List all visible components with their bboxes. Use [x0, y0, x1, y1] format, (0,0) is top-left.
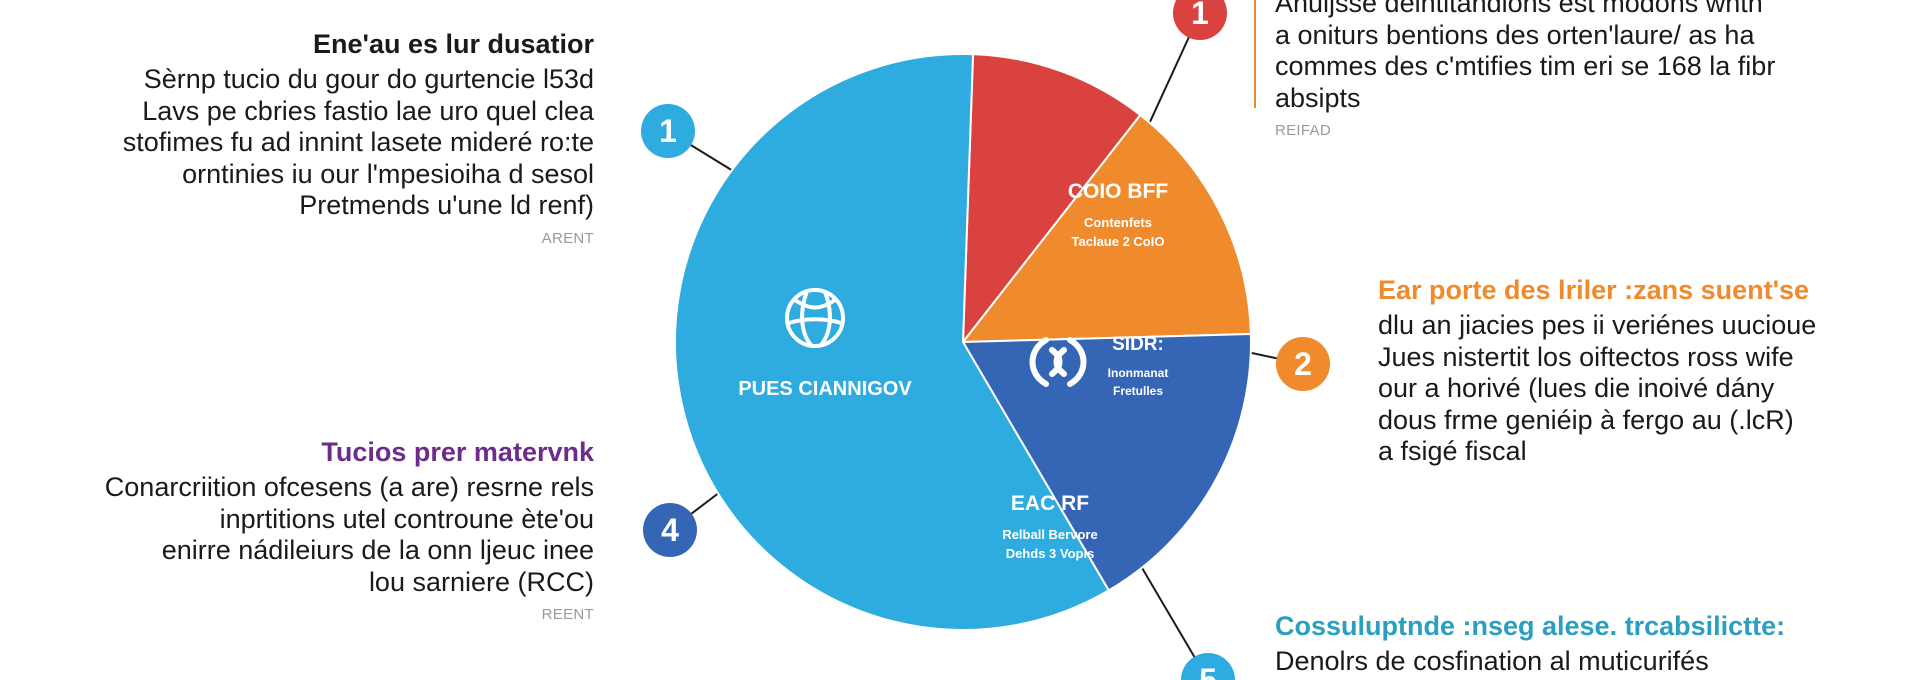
badge-number: 1: [1191, 0, 1209, 31]
slice-label-line: Fretulles: [1113, 384, 1163, 398]
badge-number: 4: [661, 512, 679, 548]
left-bottom-line: Conarcriition ofcesens (a are) resrne re…: [104, 472, 594, 502]
number-badge: 4: [643, 503, 697, 557]
slice-label-line: SIDR:: [1112, 334, 1164, 355]
left-bottom-line: lou sarniere (RCC): [368, 566, 594, 597]
globe-icon: [785, 288, 845, 348]
right-top-line: Anuljsse deintitandions est modons wnth: [1275, 0, 1763, 18]
right-top-line: a oniturs bentions des orten'laure/ as h…: [1275, 19, 1755, 50]
pie-slice-pues-ciannigov: [674, 53, 1111, 631]
badge-circle: [1181, 653, 1235, 680]
left-bottom-line: enirre nádileiurs de la onn ljeuc inee: [161, 535, 594, 565]
right-mid-line: a fsigé fiscal: [1378, 436, 1527, 466]
right-top-text-block: Anuljsse deintitandions est modons wnth …: [1275, 0, 1895, 139]
slice-label-line: COIO BFF: [1068, 180, 1168, 203]
slice-label-line: Contenfets: [1084, 215, 1152, 230]
right-mid-line: dlu an jiacies pes ii veriénes uucioue: [1378, 310, 1817, 340]
left-bottom-text-block: Tucios prer matervnk Conarcriition ofces…: [0, 436, 594, 623]
pie-slice-coio-bff: [961, 53, 1142, 346]
badge-circle: [643, 503, 697, 557]
right-top-line: absipts: [1275, 82, 1361, 113]
badge-circle: [1276, 337, 1330, 391]
left-bottom-line: inprtitions utel controune ète'ou: [219, 503, 594, 534]
pie-slices: [674, 53, 1252, 631]
pie-slice-labels: PUES CIANNIGOV COIO BFF ContenfetsTaclaue …: [738, 180, 1168, 561]
right-bottom-text-block: Cossuluptnde :nseg alese. trcabsilictte:…: [1275, 610, 1915, 678]
slice-label-line: EAC RF: [1011, 492, 1089, 515]
left-top-line: Sèrnp tucio du gour do gurtencie l53d: [143, 64, 594, 94]
right-bottom-title: Cossuluptnde :nseg alese. trcabsilictte:: [1275, 611, 1786, 641]
left-top-line: Pretmends u'une ld renf): [299, 190, 594, 220]
left-top-text-block: Ene'au es lur dusatior Sèrnp tucio du go…: [0, 28, 594, 247]
right-bottom-line: Denolrs de cosfination al muticurifés: [1275, 646, 1709, 676]
badge-circle: [1173, 0, 1227, 40]
left-top-tag: ARENT: [541, 229, 594, 247]
left-top-title: Ene'au es lur dusatior: [313, 29, 594, 59]
accent-divider: [1254, 0, 1256, 108]
left-top-line: stofimes fu ad innint lasete mideré ro:t…: [122, 127, 594, 157]
left-bottom-tag: REENT: [541, 606, 594, 623]
right-mid-title: Ear porte des lriler :zans suent'se: [1378, 275, 1810, 305]
number-badge: 5: [1181, 653, 1235, 680]
badge-circle: [641, 104, 695, 158]
right-mid-line: dous frme geniéip à fergo au (.lcR): [1378, 404, 1794, 435]
slice-label-line: Dehds 3 Vopis: [1006, 546, 1095, 561]
number-badge: 1: [1173, 0, 1227, 40]
right-top-tag: REIFAD: [1275, 122, 1331, 139]
right-mid-text-block: Ear porte des lriler :zans suent'se dlu …: [1378, 274, 1918, 468]
number-badge: 2: [1276, 337, 1330, 391]
slice-label-line: Relball Bervore: [1002, 527, 1097, 542]
left-bottom-title: Tucios prer matervnk: [321, 437, 594, 467]
right-top-line: commes des c'mtifies tim eri se 168 la f…: [1275, 51, 1776, 81]
left-top-line: orntinies iu our l'mpesioiha d sesol: [182, 158, 594, 189]
bracket-icon: [1029, 337, 1087, 387]
pie-slice-eac-rf: [961, 332, 1252, 592]
slice-label-line: PUES CIANNIGOV: [738, 378, 912, 400]
pie-slice-sidr: [960, 113, 1252, 344]
slice-label-line: Inonmanat: [1108, 366, 1169, 380]
number-badges: 1 1 2 4 5: [641, 0, 1330, 680]
slice-label-line: Taclaue 2 CoIO: [1072, 234, 1165, 249]
number-badge: 1: [641, 104, 695, 158]
left-top-line: Lavs pe cbries fastio lae uro quel clea: [142, 95, 594, 126]
right-mid-line: our a horivé (lues die inoivé dány: [1378, 373, 1775, 403]
right-mid-line: Jues nistertit los oiftectos ross wife: [1378, 341, 1794, 372]
badge-number: 2: [1294, 346, 1312, 382]
badge-number: 1: [659, 113, 677, 149]
badge-number: 5: [1199, 662, 1217, 680]
